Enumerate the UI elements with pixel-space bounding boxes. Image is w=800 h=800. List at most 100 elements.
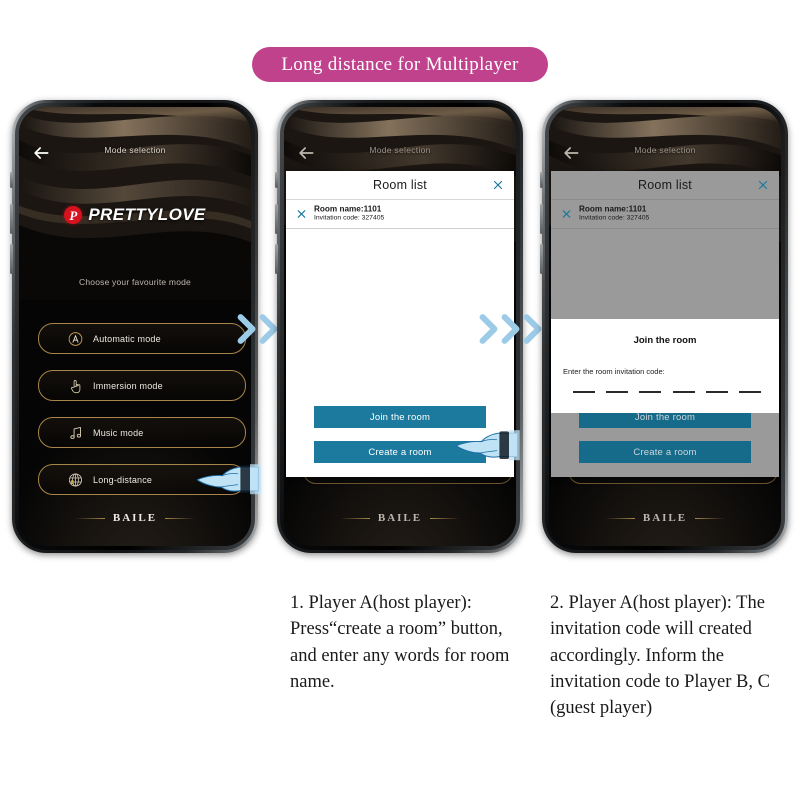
page-title-banner: Long distance for Multiplayer <box>252 47 548 82</box>
code-blank[interactable] <box>606 391 629 393</box>
create-a-room-button[interactable]: Create a room <box>579 441 751 463</box>
mode-button-label: Long-distance <box>93 474 153 485</box>
dialog-actions: Join the room Create a room <box>286 406 514 463</box>
code-blank[interactable] <box>705 391 728 393</box>
invitation-code-value: 327405 <box>361 214 385 222</box>
dialog-title: Room list <box>373 178 427 192</box>
phone-volume-down-button <box>275 244 278 274</box>
invitation-code-prompt: Enter the room invitation code: <box>563 367 665 376</box>
room-list-dialog: Room list Room name:1101 Invitation code… <box>286 171 514 477</box>
join-room-overlay: Join the room Enter the room invitation … <box>551 319 779 413</box>
mode-button-immersion[interactable]: Immersion mode <box>38 370 246 401</box>
back-arrow-icon[interactable] <box>31 143 51 163</box>
invitation-code-label: Invitation code: <box>314 214 360 222</box>
app-topbar-1: Mode selection <box>19 145 251 165</box>
footer-rule-left <box>339 517 370 519</box>
phone-screen-3: Mode selection remote mode BAILE Room li… <box>549 107 781 546</box>
phone-volume-up-button <box>275 204 278 234</box>
page-title: Long distance for Multiplayer <box>281 53 519 75</box>
invitation-code-value: 327405 <box>626 214 650 222</box>
chevron-right-icon <box>479 314 498 344</box>
app-topbar-3: Mode selection <box>549 145 781 165</box>
brand-footer: BAILE <box>19 512 251 524</box>
join-room-title: Join the room <box>633 335 697 346</box>
phone-side-button <box>275 172 278 188</box>
footer-rule-right <box>165 517 196 519</box>
letter-a-circle-icon <box>68 331 83 346</box>
code-blank[interactable] <box>672 391 695 393</box>
phone-volume-up-button <box>540 204 543 234</box>
chevron-right-icon <box>501 314 520 344</box>
screen-title: Mode selection <box>634 145 696 155</box>
close-icon[interactable] <box>757 179 769 191</box>
brand-name: PRETTYLOVE <box>88 205 205 225</box>
invitation-code-line: Invitation code: 327405 <box>579 215 649 224</box>
room-list-item[interactable]: Room name:1101 Invitation code: 327405 <box>286 200 514 229</box>
phone-volume-up-button <box>10 204 13 234</box>
room-list-item[interactable]: Room name:1101 Invitation code: 327405 <box>551 200 779 229</box>
brand-name-part1: PRETTY <box>88 205 158 224</box>
code-blank[interactable] <box>738 391 761 393</box>
chevron-right-icon <box>523 314 542 344</box>
phone-side-button <box>540 172 543 188</box>
pointing-hand-cursor-icon-2 <box>455 430 520 461</box>
screen-title: Mode selection <box>369 145 431 155</box>
dialog-header: Room list <box>551 171 779 200</box>
footer-rule-right <box>430 517 461 519</box>
room-name-value: 1101 <box>628 204 647 214</box>
mode-button-label: Automatic mode <box>93 333 161 344</box>
flow-arrows-2 <box>478 312 544 346</box>
brand-mark-icon: P <box>64 206 83 224</box>
phone-side-button <box>10 172 13 188</box>
close-icon[interactable] <box>561 209 572 220</box>
mode-button-automatic[interactable]: Automatic mode <box>38 323 246 354</box>
app-topbar-2: Mode selection <box>284 145 516 165</box>
close-icon[interactable] <box>492 179 504 191</box>
dialog-actions: Join the room Create a room <box>551 406 779 463</box>
footer-brand-name: BAILE <box>112 512 158 524</box>
room-name-line: Room name:1101 <box>579 204 649 214</box>
pointing-hand-icon <box>71 379 81 393</box>
phone-mockup-3: Mode selection remote mode BAILE Room li… <box>540 100 788 553</box>
phone-screen-2: Mode selection remote mode BAILE Room li… <box>284 107 516 546</box>
globe-icon <box>68 472 83 487</box>
back-arrow-icon[interactable] <box>561 143 581 163</box>
close-icon[interactable] <box>296 209 307 220</box>
mode-prompt: Choose your favourite mode <box>79 277 191 287</box>
chevron-right-icon <box>259 314 278 344</box>
code-blank[interactable] <box>639 391 662 393</box>
brand-footer: BAILE <box>549 512 781 524</box>
footer-rule-right <box>695 517 726 519</box>
phone-volume-down-button <box>540 244 543 274</box>
screen-title: Mode selection <box>104 145 166 155</box>
decorative-swirl-graphic <box>19 107 251 301</box>
music-note-icon <box>70 426 82 439</box>
back-arrow-icon[interactable] <box>296 143 316 163</box>
mode-button-label: Immersion mode <box>93 380 163 391</box>
invitation-code-line: Invitation code: 327405 <box>314 215 384 224</box>
room-name-line: Room name:1101 <box>314 204 384 214</box>
room-item-text: Room name:1101 Invitation code: 327405 <box>579 204 649 223</box>
room-name-label: Room name: <box>579 204 629 214</box>
caption-step-1: 1. Player A(host player): Press“create a… <box>290 593 510 692</box>
brand-mark-letter: P <box>69 207 78 223</box>
pointing-hand-cursor-icon-1 <box>196 464 261 495</box>
code-blank[interactable] <box>573 391 595 393</box>
invitation-code-input[interactable] <box>573 391 761 393</box>
dialog-body: Join the room Create a room <box>286 229 514 477</box>
mode-button-music[interactable]: Music mode <box>38 417 246 448</box>
footer-brand-name: BAILE <box>642 512 688 524</box>
footer-brand-name: BAILE <box>377 512 423 524</box>
join-the-room-button[interactable]: Join the room <box>314 406 486 428</box>
brand-name-part2: LOVE <box>157 205 206 224</box>
footer-rule-left <box>604 517 635 519</box>
invitation-code-label: Invitation code: <box>579 214 625 222</box>
phone-volume-down-button <box>10 244 13 274</box>
footer-rule-left <box>74 517 105 519</box>
room-name-value: 1101 <box>363 204 382 214</box>
dialog-title: Room list <box>638 178 692 192</box>
caption-step-2: 2. Player A(host player): The invitation… <box>550 593 770 719</box>
create-a-room-button[interactable]: Create a room <box>314 441 486 463</box>
brand-footer: BAILE <box>284 512 516 524</box>
